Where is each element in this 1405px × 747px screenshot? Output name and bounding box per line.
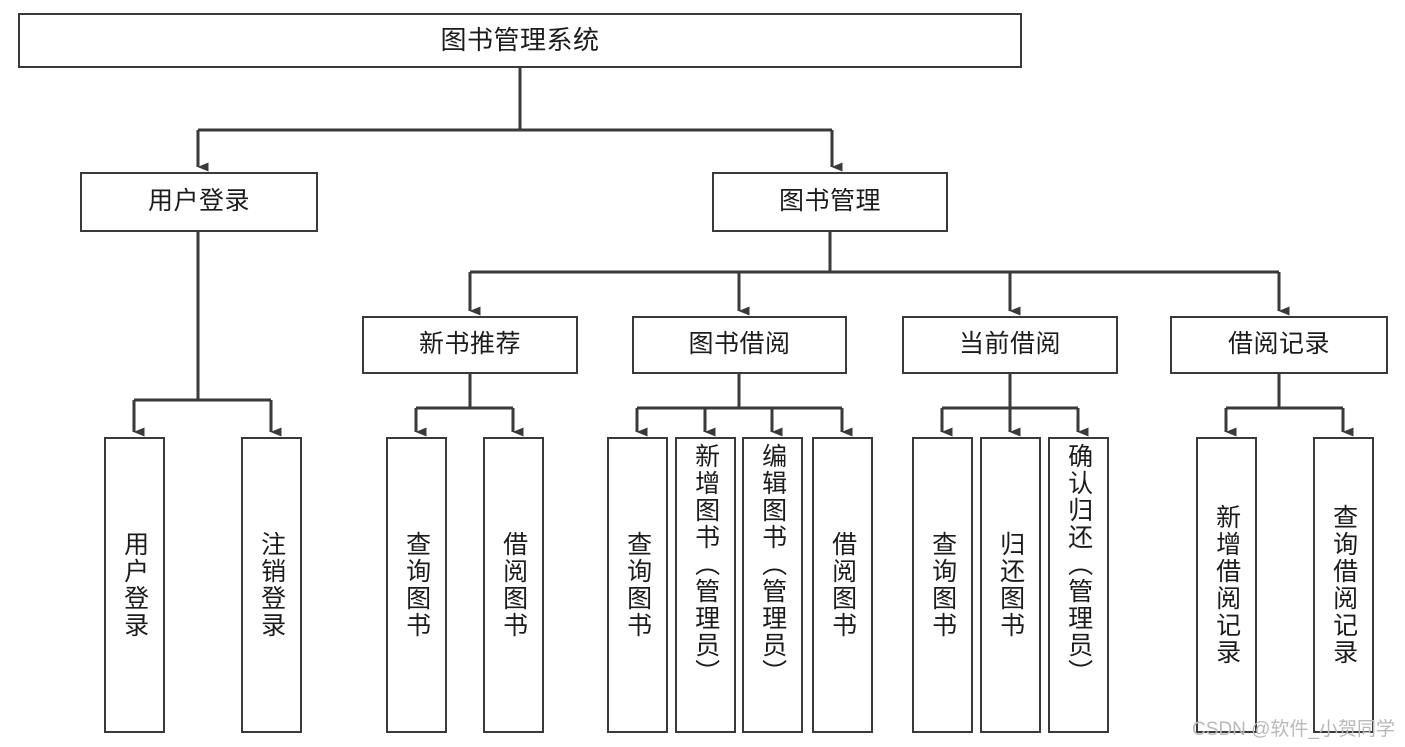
node-label: 归还图书: [996, 531, 1025, 639]
watermark-text: CSDN @软件_小贺同学: [1192, 719, 1395, 740]
node-leaf-borrow-book-1[interactable]: 借阅图书: [483, 437, 544, 733]
node-label: 图书管理: [778, 187, 881, 216]
node-book-borrow[interactable]: 图书借阅: [632, 316, 847, 374]
node-label: 编辑图书（管理员）: [758, 443, 787, 686]
node-root-system[interactable]: 图书管理系统: [18, 13, 1022, 68]
node-label: 查询图书: [402, 531, 431, 639]
node-leaf-user-login[interactable]: 用户登录: [104, 437, 165, 733]
node-leaf-add-record[interactable]: 新增借阅记录: [1196, 437, 1257, 733]
node-label: 新书推荐: [418, 330, 521, 359]
node-label: 借阅图书: [828, 531, 857, 639]
node-leaf-confirm-return[interactable]: 确认归还（管理员）: [1048, 437, 1109, 733]
node-label: 当前借阅: [958, 330, 1061, 359]
node-label: 查询图书: [928, 531, 957, 639]
node-leaf-logout-login[interactable]: 注销登录: [241, 437, 302, 733]
node-label: 确认归还（管理员）: [1064, 443, 1093, 686]
node-leaf-return-book[interactable]: 归还图书: [980, 437, 1041, 733]
node-leaf-query-book-3[interactable]: 查询图书: [912, 437, 973, 733]
node-book-manage[interactable]: 图书管理: [712, 172, 948, 232]
node-label: 查询图书: [623, 531, 652, 639]
node-leaf-query-book-2[interactable]: 查询图书: [607, 437, 668, 733]
node-current-borrow[interactable]: 当前借阅: [902, 316, 1118, 374]
node-label: 图书借阅: [688, 330, 791, 359]
node-user-login[interactable]: 用户登录: [80, 172, 318, 232]
node-label: 借阅图书: [499, 531, 528, 639]
node-label: 新增借阅记录: [1212, 504, 1241, 666]
node-label: 图书管理系统: [440, 25, 600, 56]
node-label: 查询借阅记录: [1329, 504, 1358, 666]
node-leaf-edit-book[interactable]: 编辑图书（管理员）: [742, 437, 803, 733]
node-label: 用户登录: [120, 531, 149, 639]
node-leaf-borrow-book-2[interactable]: 借阅图书: [812, 437, 873, 733]
node-leaf-add-book[interactable]: 新增图书（管理员）: [675, 437, 736, 733]
node-borrow-record[interactable]: 借阅记录: [1170, 316, 1388, 374]
node-label: 用户登录: [147, 187, 250, 216]
node-label: 借阅记录: [1227, 330, 1330, 359]
node-label: 新增图书（管理员）: [691, 443, 720, 686]
node-leaf-query-book-1[interactable]: 查询图书: [386, 437, 447, 733]
node-new-book-recommend[interactable]: 新书推荐: [362, 316, 578, 374]
node-leaf-query-record[interactable]: 查询借阅记录: [1313, 437, 1374, 733]
node-label: 注销登录: [257, 531, 286, 639]
